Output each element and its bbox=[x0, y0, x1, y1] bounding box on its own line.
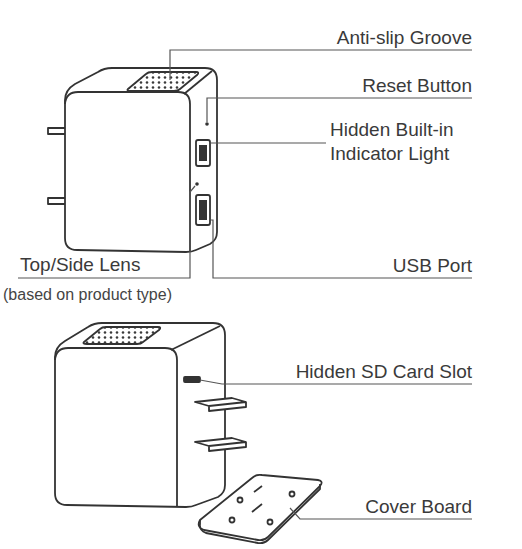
sd-card-slot bbox=[184, 377, 200, 382]
cover-board bbox=[199, 475, 322, 540]
usb-port bbox=[196, 140, 210, 166]
plug-prong bbox=[48, 128, 66, 134]
device-edge bbox=[65, 92, 190, 252]
plug-prong bbox=[195, 438, 246, 451]
leader-line bbox=[211, 220, 472, 278]
leader-line bbox=[207, 98, 472, 122]
part-label: USB Port bbox=[393, 254, 472, 278]
leader-line bbox=[210, 142, 326, 143]
part-label: (based on product type) bbox=[3, 283, 172, 307]
usb-port-inner bbox=[199, 145, 207, 161]
charger-camera-front bbox=[48, 68, 217, 252]
lens bbox=[195, 182, 199, 186]
anti-slip-groove bbox=[127, 72, 198, 91]
part-label: Hidden SD Card Slot bbox=[296, 360, 472, 384]
cover-board-edge bbox=[200, 484, 320, 543]
cover-board-pin bbox=[230, 518, 235, 523]
part-label: Reset Button bbox=[362, 74, 472, 98]
charger-camera-back bbox=[55, 323, 322, 543]
plug-prong bbox=[48, 198, 66, 204]
anti-slip-groove bbox=[83, 327, 160, 344]
part-label: Hidden Built-in Indicator Light bbox=[330, 118, 480, 166]
part-label: Top/Side Lens bbox=[20, 253, 140, 277]
part-label: Anti-slip Groove bbox=[337, 26, 472, 50]
device-edge bbox=[55, 348, 177, 507]
cover-board-pin bbox=[290, 492, 295, 497]
device-edge bbox=[171, 326, 220, 350]
usb-port-inner bbox=[199, 200, 207, 220]
cover-board-pin bbox=[268, 520, 273, 525]
cover-board-slot bbox=[252, 486, 262, 512]
leader-lines bbox=[200, 380, 472, 519]
device-body bbox=[65, 68, 217, 252]
plug-prong bbox=[195, 398, 246, 411]
usb-port bbox=[196, 195, 210, 225]
reset-button bbox=[205, 122, 209, 126]
cover-board-pin bbox=[238, 498, 243, 503]
leader-line bbox=[18, 186, 195, 278]
device-body bbox=[55, 323, 225, 507]
part-label: Cover Board bbox=[365, 495, 472, 519]
